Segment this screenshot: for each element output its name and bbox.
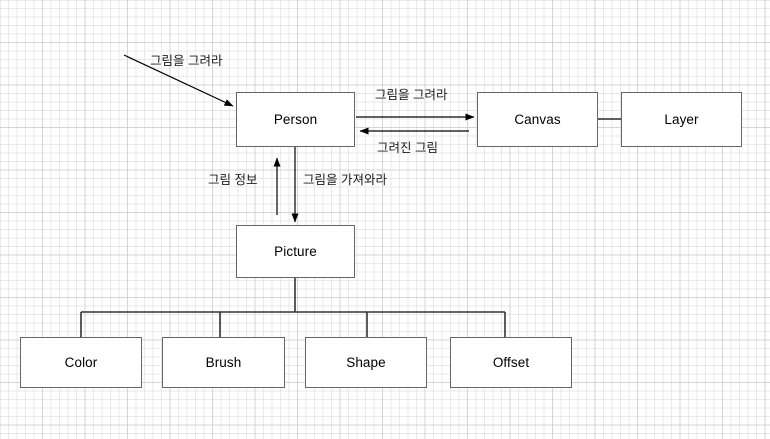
edge-label-draw-external: 그림을 그려라 (150, 54, 223, 68)
edge-label-fetch-picture: 그림을 가져와라 (303, 173, 387, 187)
node-offset[interactable]: Offset (450, 337, 572, 388)
node-brush[interactable]: Brush (162, 337, 285, 388)
edge-external-to-person (123, 54, 234, 107)
node-color[interactable]: Color (20, 337, 142, 388)
node-canvas[interactable]: Canvas (477, 92, 598, 147)
node-person[interactable]: Person (236, 92, 355, 147)
node-shape[interactable]: Shape (305, 337, 427, 388)
edge-label-draw-canvas: 그림을 그려라 (375, 88, 448, 102)
edge-label-picture-info: 그림 정보 (208, 173, 258, 187)
node-layer[interactable]: Layer (621, 92, 742, 147)
node-picture[interactable]: Picture (236, 225, 355, 278)
edge-label-drawn-picture: 그려진 그림 (377, 141, 438, 155)
